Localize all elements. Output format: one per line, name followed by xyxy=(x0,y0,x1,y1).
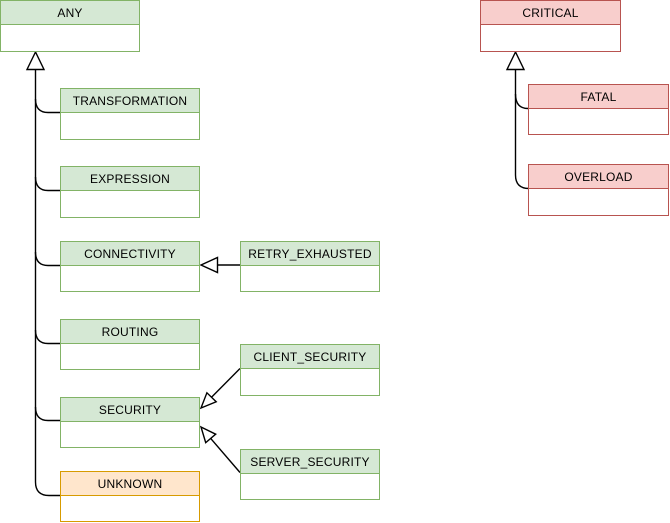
class-box-title: CRITICAL xyxy=(522,5,579,20)
inheritance-arrow-icon xyxy=(199,256,219,274)
class-box-title: SERVER_SECURITY xyxy=(250,454,370,469)
class-box-header: ROUTING xyxy=(61,320,199,344)
edge-server-security-to-security[interactable] xyxy=(199,425,241,473)
class-box-header: EXPRESSION xyxy=(61,167,199,191)
edge-line xyxy=(34,251,60,267)
class-box-title: SECURITY xyxy=(98,402,162,417)
edge-connectivity-to-any[interactable] xyxy=(34,251,61,267)
class-box-body xyxy=(61,266,199,291)
class-box-overload[interactable]: OVERLOAD xyxy=(528,164,669,216)
edge-overload-to-critical[interactable] xyxy=(505,50,530,190)
class-box-header: RETRY_EXHAUSTED xyxy=(241,242,379,266)
class-box-any[interactable]: ANY xyxy=(0,0,140,52)
class-box-header: SECURITY xyxy=(61,398,199,422)
class-box-title: OVERLOAD xyxy=(564,169,633,184)
edge-line xyxy=(210,437,241,473)
class-box-body xyxy=(481,25,620,51)
class-box-title: RETRY_EXHAUSTED xyxy=(248,246,372,261)
edge-line xyxy=(211,368,241,398)
edge-line xyxy=(514,69,530,190)
class-box-title: ANY xyxy=(57,5,83,20)
class-box-header: SERVER_SECURITY xyxy=(241,450,379,474)
class-box-connectivity[interactable]: CONNECTIVITY xyxy=(60,241,200,292)
inheritance-arrow-icon xyxy=(25,50,46,71)
class-box-header: ANY xyxy=(1,1,139,25)
edge-client-security-to-security[interactable] xyxy=(199,368,241,410)
class-box-routing[interactable]: ROUTING xyxy=(60,319,200,370)
inheritance-arrow-icon xyxy=(199,425,217,444)
edge-line xyxy=(34,329,60,345)
class-box-critical[interactable]: CRITICAL xyxy=(480,0,621,52)
class-box-header: CRITICAL xyxy=(481,1,620,25)
class-box-retry-exhausted[interactable]: RETRY_EXHAUSTED xyxy=(240,241,380,292)
class-box-title: FATAL xyxy=(580,89,617,104)
class-box-server-security[interactable]: SERVER_SECURITY xyxy=(240,449,380,500)
edge-line xyxy=(34,406,60,422)
class-box-header: CLIENT_SECURITY xyxy=(241,345,379,369)
inheritance-arrow-icon xyxy=(505,50,526,71)
class-box-body xyxy=(61,496,199,521)
inheritance-arrow-icon xyxy=(199,391,218,410)
class-box-title: CONNECTIVITY xyxy=(84,246,176,261)
class-box-title: UNKNOWN xyxy=(97,476,163,491)
class-box-header: UNKNOWN xyxy=(61,472,199,496)
edge-line xyxy=(34,69,60,497)
class-box-body xyxy=(241,474,379,499)
class-box-title: TRANSFORMATION xyxy=(72,93,188,108)
class-box-body xyxy=(1,25,139,51)
edge-line xyxy=(514,93,529,110)
class-box-header: FATAL xyxy=(529,85,668,109)
class-box-body xyxy=(241,369,379,395)
class-box-transformation[interactable]: TRANSFORMATION xyxy=(60,88,200,140)
class-box-unknown[interactable]: UNKNOWN xyxy=(60,471,200,522)
edge-security-to-any[interactable] xyxy=(34,406,61,422)
class-box-title: CLIENT_SECURITY xyxy=(253,349,367,364)
edge-expression-to-any[interactable] xyxy=(34,176,61,192)
class-box-title: EXPRESSION xyxy=(89,171,171,186)
edge-line xyxy=(34,98,60,114)
class-box-body xyxy=(61,113,199,139)
class-box-body xyxy=(241,266,379,291)
class-box-header: OVERLOAD xyxy=(529,165,668,189)
edge-retry-exhausted-to-connectivity[interactable] xyxy=(199,256,240,274)
class-box-body xyxy=(61,191,199,217)
class-box-security[interactable]: SECURITY xyxy=(60,397,200,448)
edge-unknown-to-any[interactable] xyxy=(25,50,60,497)
class-box-title: ROUTING xyxy=(101,324,159,339)
edge-fatal-to-critical[interactable] xyxy=(514,93,529,110)
edge-line xyxy=(34,176,60,192)
class-box-header: TRANSFORMATION xyxy=(61,89,199,113)
class-box-body xyxy=(529,189,668,215)
class-box-header: CONNECTIVITY xyxy=(61,242,199,266)
class-box-client-security[interactable]: CLIENT_SECURITY xyxy=(240,344,380,396)
class-box-body xyxy=(61,422,199,447)
class-box-fatal[interactable]: FATAL xyxy=(528,84,669,135)
class-box-body xyxy=(529,109,668,134)
class-box-expression[interactable]: EXPRESSION xyxy=(60,166,200,218)
edge-routing-to-any[interactable] xyxy=(34,329,61,345)
edge-transformation-to-any[interactable] xyxy=(34,98,61,114)
class-box-body xyxy=(61,344,199,369)
